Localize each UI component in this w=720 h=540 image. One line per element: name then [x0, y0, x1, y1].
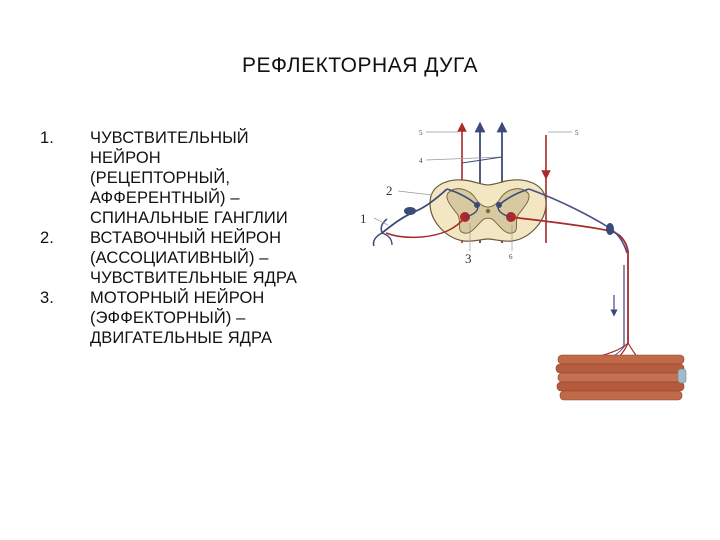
label-3: 3	[465, 251, 472, 266]
list-item-number: 3.	[40, 289, 54, 307]
reflex-arc-illustration: 5 4 5 2 1 3 6	[360, 121, 687, 401]
slide-title: РЕФЛЕКТОРНАЯ ДУГА	[242, 54, 478, 77]
list-item-text: ВСТАВОЧНЫЙ НЕЙРОН (АССОЦИАТИВНЫЙ) – ЧУВС…	[90, 229, 297, 287]
list-item-text: МОТОРНЫЙ НЕЙРОН (ЭФФЕКТОРНЫЙ) – ДВИГАТЕЛ…	[90, 289, 273, 347]
label-5-left: 5	[419, 129, 423, 137]
reflex-arc-diagram: 5 4 5 2 1 3 6	[352, 115, 698, 405]
afferent-pathway	[372, 188, 448, 247]
label-5-right: 5	[575, 129, 579, 137]
label-2: 2	[386, 183, 393, 198]
list-item: 1. ЧУВСТВИТЕЛЬНЫЙ НЕЙРОН (РЕЦЕПТОРНЫЙ, А…	[40, 128, 350, 228]
list-item-text: ЧУВСТВИТЕЛЬНЫЙ НЕЙРОН (РЕЦЕПТОРНЫЙ, АФФЕ…	[90, 129, 288, 227]
label-6: 6	[509, 253, 513, 261]
label-pointers	[373, 190, 513, 251]
muscle-fibers	[555, 354, 687, 401]
list-item: 2. ВСТАВОЧНЫЙ НЕЙРОН (АССОЦИАТИВНЫЙ) – Ч…	[40, 228, 350, 288]
label-1: 1	[360, 211, 367, 226]
neuron-list: 1. ЧУВСТВИТЕЛЬНЫЙ НЕЙРОН (РЕЦЕПТОРНЫЙ, А…	[40, 128, 350, 348]
spinal-cord-section	[429, 179, 547, 242]
list-item-number: 2.	[40, 229, 54, 247]
list-item-number: 1.	[40, 129, 54, 147]
list-item: 3. МОТОРНЫЙ НЕЙРОН (ЭФФЕКТОРНЫЙ) – ДВИГА…	[40, 288, 350, 348]
label-4: 4	[419, 157, 423, 165]
